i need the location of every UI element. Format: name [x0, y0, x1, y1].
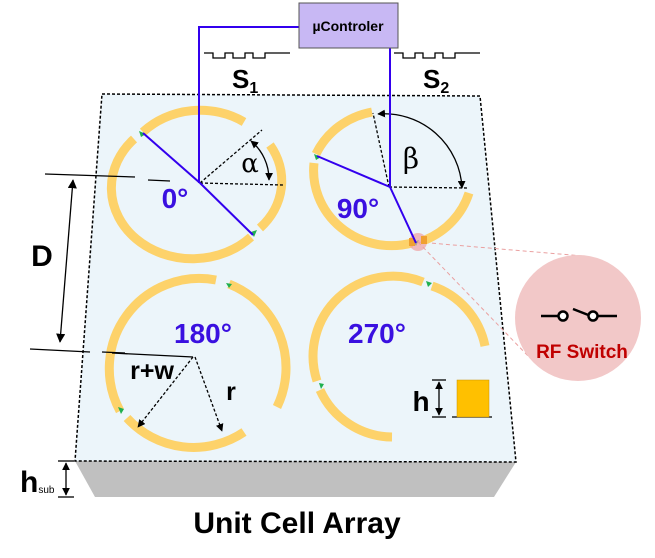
rf-switch-pad-left [409, 238, 415, 246]
ring-cell-180 [104, 273, 291, 452]
signal-waveform-s1 [204, 52, 290, 59]
ring-cell-270 [308, 271, 490, 442]
ring-cell-0 [106, 105, 287, 264]
microcontroller-label: µControler [312, 18, 384, 34]
period-label: D [31, 240, 53, 273]
rf-switch-bubble [515, 255, 641, 381]
phase-label-90: 90° [337, 193, 379, 224]
alpha-ref-line [199, 182, 284, 186]
diagram-caption: Unit Cell Array [193, 507, 401, 540]
alpha-arc [250, 140, 273, 181]
signal-s1-label: S1 [232, 64, 258, 97]
control-lines [142, 26, 417, 244]
substrate-height-label: hsub [20, 466, 55, 499]
switch-symbol-icon [541, 307, 617, 322]
phase-label-180: 180° [174, 318, 232, 349]
phase-label-270: 270° [348, 318, 406, 349]
substrate-side [75, 461, 516, 497]
outer-radius-label: r+w [130, 357, 174, 385]
beta-label: β [403, 142, 419, 175]
ring-cell-90 [309, 107, 474, 251]
rf-leader-bottom [417, 241, 531, 359]
radius-ref-line [111, 352, 194, 358]
signal-s2-label: S2 [423, 64, 449, 97]
substrate-height-dimension [58, 460, 74, 498]
microcontroller-box [298, 2, 399, 49]
beta-arc [377, 109, 466, 189]
inner-radius-arrow [194, 356, 224, 432]
height-label: h [412, 386, 429, 417]
signal-waveform-s2 [394, 52, 480, 59]
rf-switch-pad-right [421, 236, 427, 244]
inner-radius-label: r [226, 378, 236, 406]
rf-switch-label: RF Switch [536, 342, 628, 363]
phase-label-0: 0° [162, 183, 189, 214]
alpha-ray-line [199, 129, 263, 184]
patch-element [456, 379, 490, 418]
alpha-label: α [241, 149, 259, 179]
